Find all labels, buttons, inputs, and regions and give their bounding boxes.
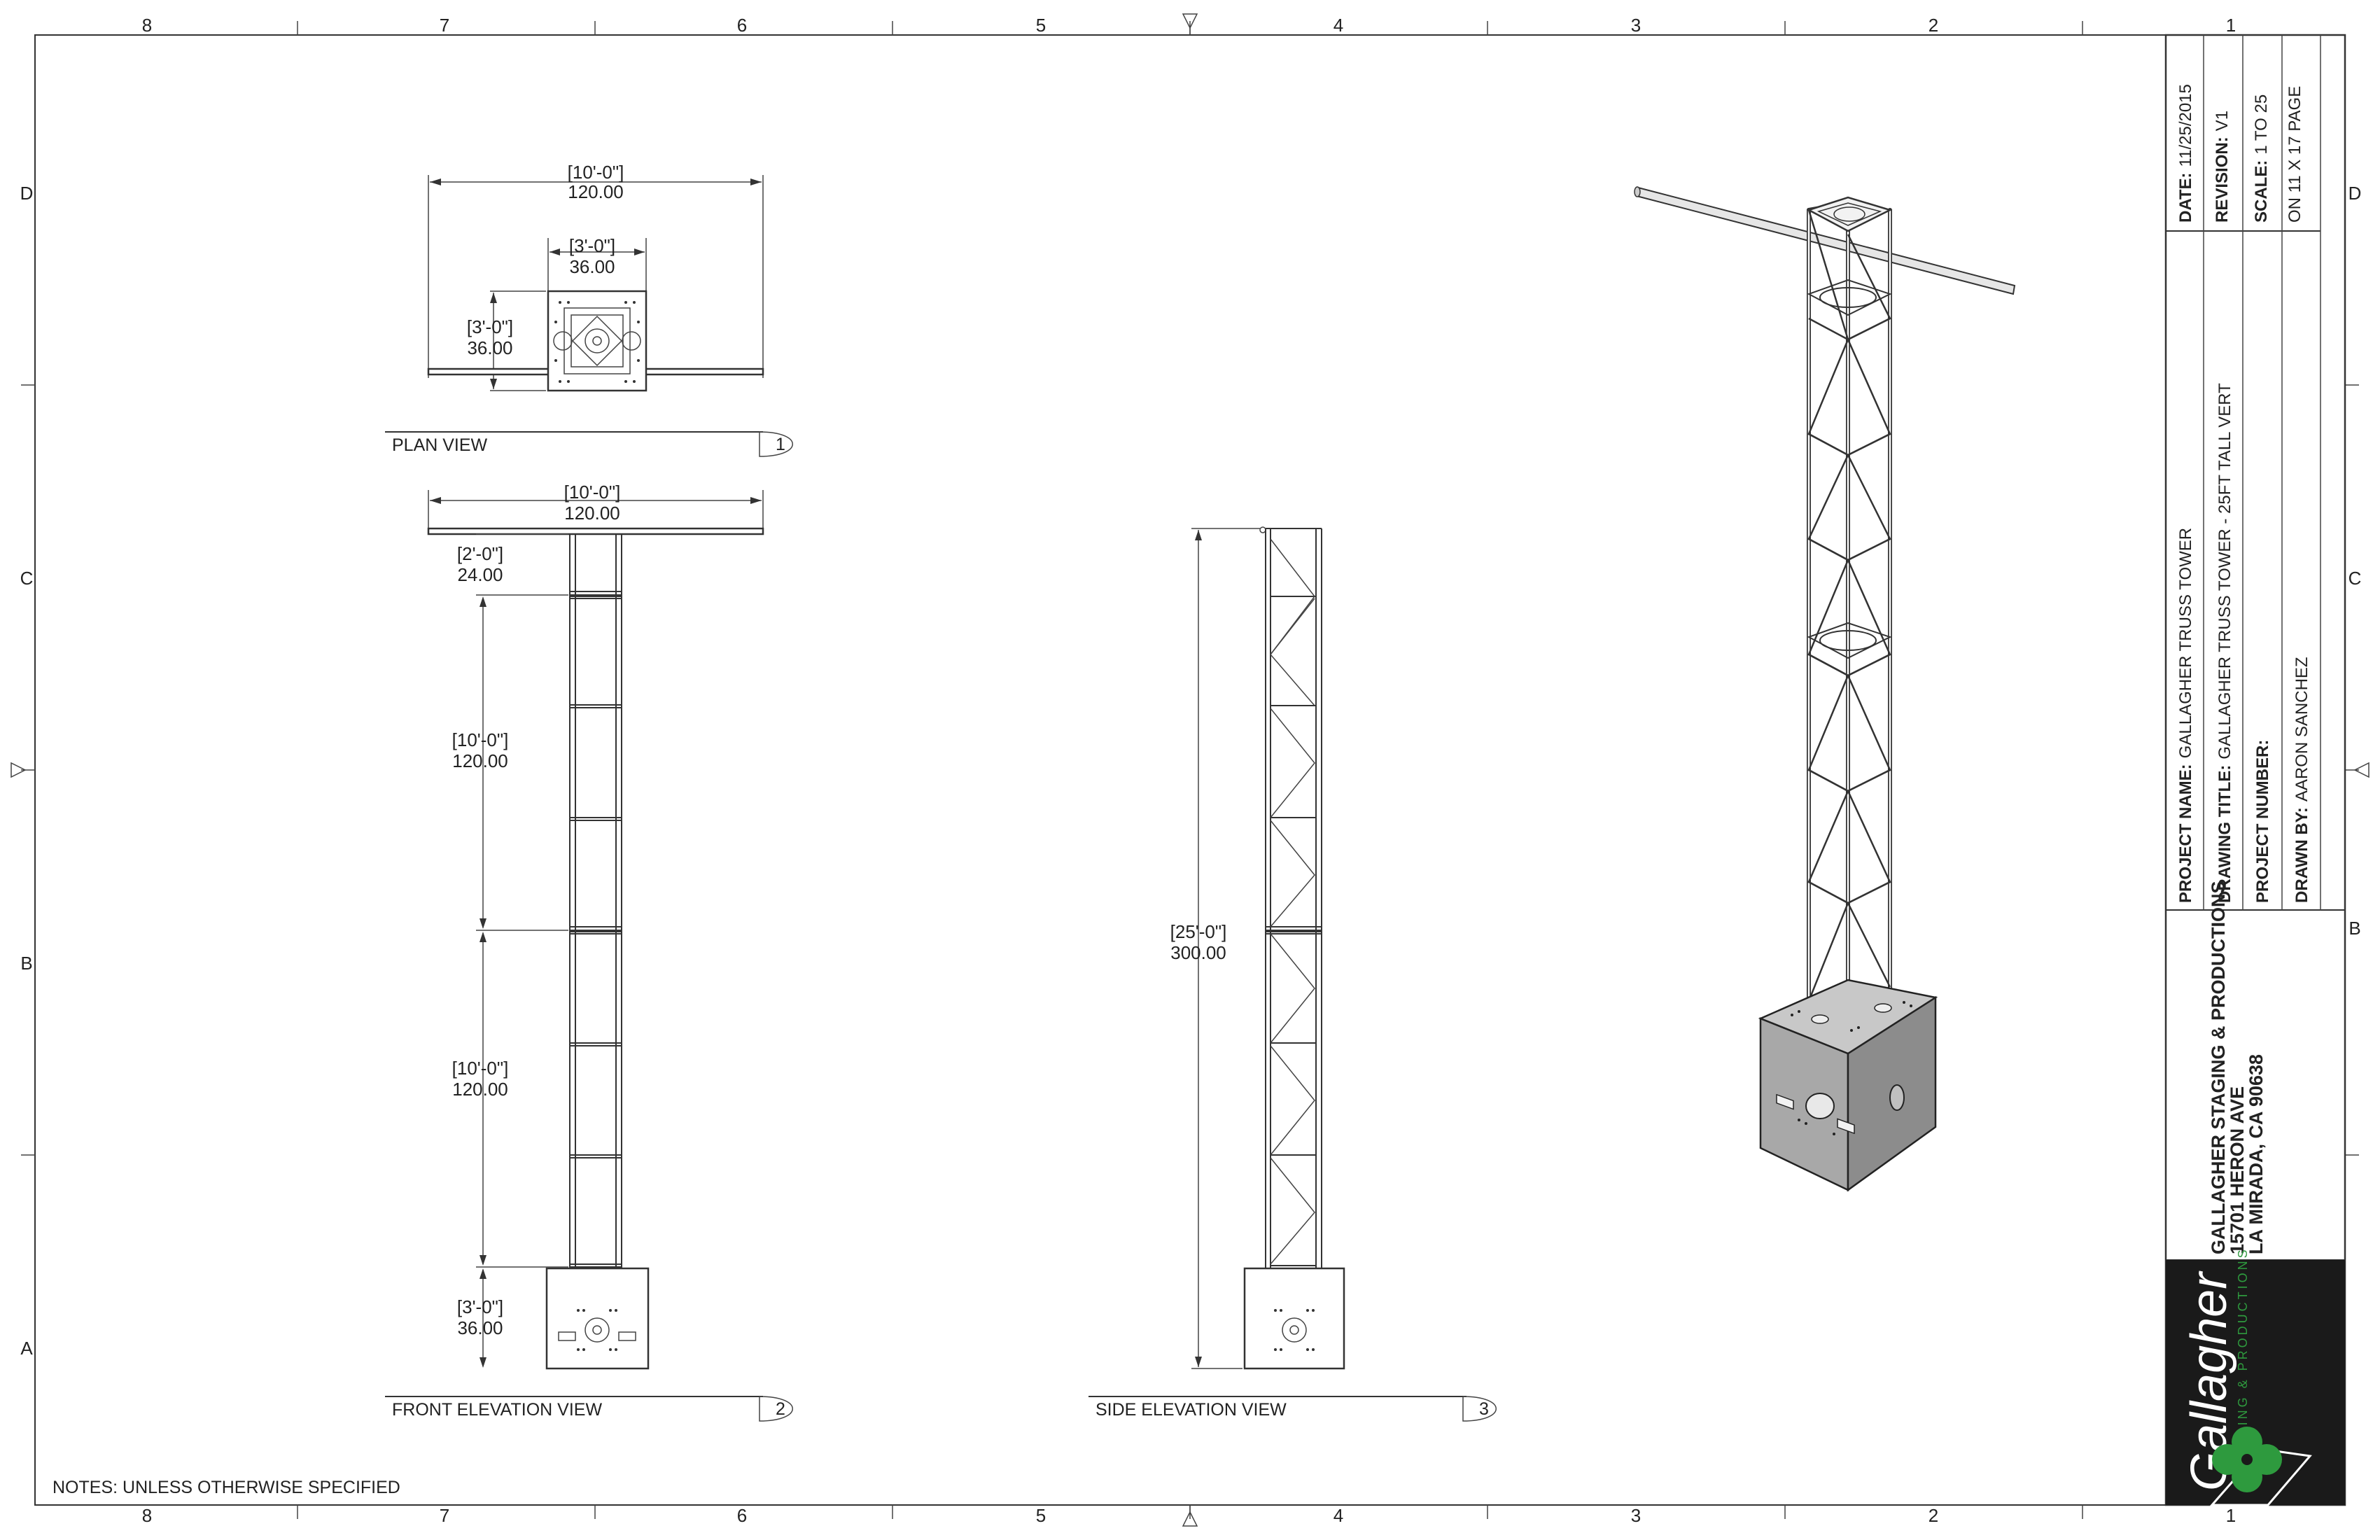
plan-view: [10'-0"] 120.00 [3'-0"] 36.00 [3'-0"] 36… (385, 162, 793, 457)
zone-col-7: 7 (440, 1505, 449, 1526)
svg-text:DRAWING TITLE:GALLAGHER TRUSS: DRAWING TITLE:GALLAGHER TRUSS TOWER - 25… (2216, 383, 2234, 903)
zone-col-1: 1 (2226, 15, 2236, 36)
zone-labels-top: 8 7 6 5 4 3 2 1 (142, 15, 2236, 36)
side-view-number: 3 (1479, 1399, 1489, 1419)
dimension-3ft-width: [3'-0"] 36.00 (547, 235, 647, 290)
side-view-label: SIDE ELEVATION VIEW (1096, 1400, 1287, 1420)
zone-col-4: 4 (1334, 1505, 1343, 1526)
svg-text:PROJECT NUMBER:: PROJECT NUMBER: (2253, 740, 2272, 903)
zone-labels-left: D C B A (20, 183, 34, 1359)
gallagher-logo: Gallagher STAGING & PRODUCTIONS (2166, 1247, 2345, 1506)
zone-col-5: 5 (1036, 15, 1046, 36)
zone-col-1: 1 (2226, 1505, 2236, 1526)
zone-row-c: C (20, 568, 34, 589)
zone-col-7: 7 (440, 15, 449, 36)
svg-text:[10'-0"]: [10'-0"] (452, 1058, 509, 1079)
svg-text:[10'-0"]: [10'-0"] (568, 162, 624, 183)
front-view-number: 2 (776, 1399, 785, 1419)
zone-row-d: D (20, 183, 34, 204)
svg-text:ON 11 X 17 PAGE: ON 11 X 17 PAGE (2286, 86, 2304, 223)
dimension-10ft-bar: [10'-0"] 120.00 (428, 482, 764, 528)
svg-text:SCALE:1 TO 25: SCALE:1 TO 25 (2252, 94, 2271, 223)
zone-col-3: 3 (1631, 15, 1641, 36)
notes-text: NOTES: UNLESS OTHERWISE SPECIFIED (52, 1478, 400, 1497)
svg-text:24.00: 24.00 (457, 564, 503, 585)
svg-text:300.00: 300.00 (1170, 942, 1226, 963)
side-elevation-view: [25'-0"] 300.00 (1088, 526, 1497, 1422)
zone-col-2: 2 (1928, 1505, 1938, 1526)
svg-text:[3'-0"]: [3'-0"] (467, 316, 513, 337)
zone-col-5: 5 (1036, 1505, 1046, 1526)
zone-col-6: 6 (737, 15, 747, 36)
dimension-10ft: [10'-0"] 120.00 (428, 162, 764, 378)
svg-text:[3'-0"]: [3'-0"] (457, 1296, 503, 1317)
zone-row-b: B (20, 953, 32, 974)
company-name: GALLAGHER STAGING & PRODUCTIONS (2208, 881, 2229, 1254)
title-block: DATE:11/25/2015 REVISION:V1 SCALE:1 TO 2… (2164, 34, 2346, 1506)
svg-text:REVISION:V1: REVISION:V1 (2213, 111, 2232, 223)
zone-col-2: 2 (1928, 15, 1938, 36)
svg-text:120.00: 120.00 (568, 181, 624, 202)
company-address: 15701 HERON AVE (2227, 1086, 2248, 1254)
svg-text:DATE:11/25/2015: DATE:11/25/2015 (2176, 84, 2195, 223)
drawing-border (10, 13, 2370, 1527)
zone-col-8: 8 (142, 15, 152, 36)
svg-text:DRAWN BY:AARON SANCHEZ: DRAWN BY:AARON SANCHEZ (2292, 657, 2311, 903)
logo-tagline: STAGING & PRODUCTIONS (2236, 1247, 2250, 1470)
zone-labels-bottom: 8 7 6 5 4 3 2 1 (142, 1505, 2236, 1526)
dimension-chain (476, 533, 568, 1366)
svg-text:PROJECT NAME:GALLAGHER TRUSS T: PROJECT NAME:GALLAGHER TRUSS TOWER (2176, 528, 2195, 903)
svg-text:[3'-0"]: [3'-0"] (569, 235, 615, 256)
svg-text:120.00: 120.00 (452, 750, 508, 771)
svg-text:[10'-0"]: [10'-0"] (564, 482, 621, 503)
svg-text:[2'-0"]: [2'-0"] (457, 543, 503, 564)
zone-labels-right: D C B (2348, 183, 2362, 939)
zone-row-b: B (2348, 918, 2360, 939)
zone-row-c: C (2348, 568, 2362, 589)
svg-text:36.00: 36.00 (569, 256, 615, 277)
svg-text:36.00: 36.00 (457, 1317, 503, 1338)
zone-col-6: 6 (737, 1505, 747, 1526)
front-elevation-view: [10'-0"] 120.00 (385, 482, 793, 1422)
svg-text:120.00: 120.00 (564, 503, 620, 524)
dimension-3ft-depth: [3'-0"] 36.00 (467, 290, 546, 391)
company-city: LA MIRADA, CA 90638 (2246, 1054, 2267, 1254)
isometric-tower-view (1634, 186, 2016, 1192)
zone-row-d: D (2348, 183, 2362, 204)
svg-text:[25'-0"]: [25'-0"] (1170, 921, 1227, 942)
front-view-label: FRONT ELEVATION VIEW (392, 1400, 602, 1420)
clover-icon (2212, 1427, 2282, 1492)
dimension-25ft: [25'-0"] 300.00 (1170, 528, 1260, 1369)
svg-text:120.00: 120.00 (452, 1079, 508, 1100)
zone-row-a: A (20, 1338, 33, 1359)
svg-text:[10'-0"]: [10'-0"] (452, 729, 509, 750)
svg-text:36.00: 36.00 (467, 337, 512, 358)
plan-view-number: 1 (776, 435, 785, 454)
plan-view-label: PLAN VIEW (392, 435, 488, 455)
zone-col-4: 4 (1334, 15, 1343, 36)
zone-col-3: 3 (1631, 1505, 1641, 1526)
zone-col-8: 8 (142, 1505, 152, 1526)
